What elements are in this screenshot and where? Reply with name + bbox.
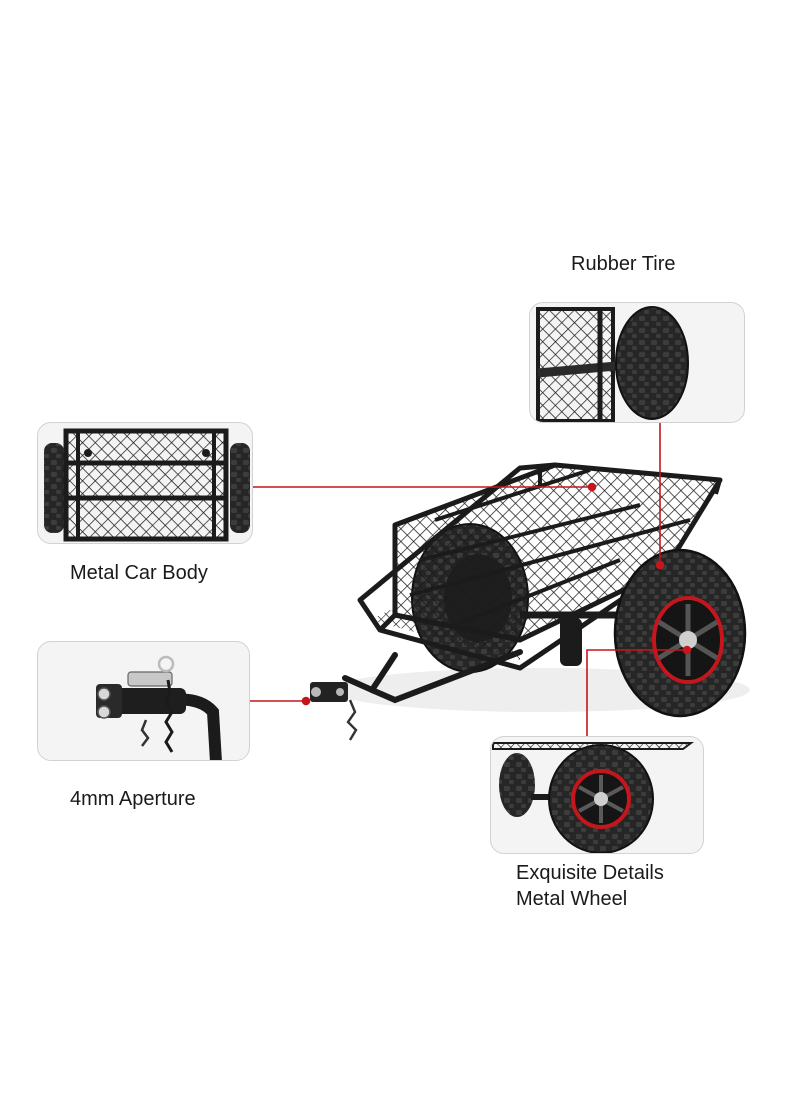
near-wheel [613,548,747,718]
metal-car-body-label: Metal Car Body [70,562,208,584]
drawbar [342,649,523,704]
mesh-body-closeup [37,422,253,544]
details-label-line1: Exquisite Details [516,862,664,884]
mesh-deck [357,462,723,671]
details-label-line2: Metal Wheel [516,888,628,910]
wheel-closeup [490,736,704,854]
rubber-tire-label: Rubber Tire [571,253,676,275]
aperture-label: 4mm Aperture [70,788,196,810]
tire-closeup [529,302,745,423]
hitch-closeup [37,641,250,761]
hitch [310,682,358,741]
leader-lines [250,423,692,737]
